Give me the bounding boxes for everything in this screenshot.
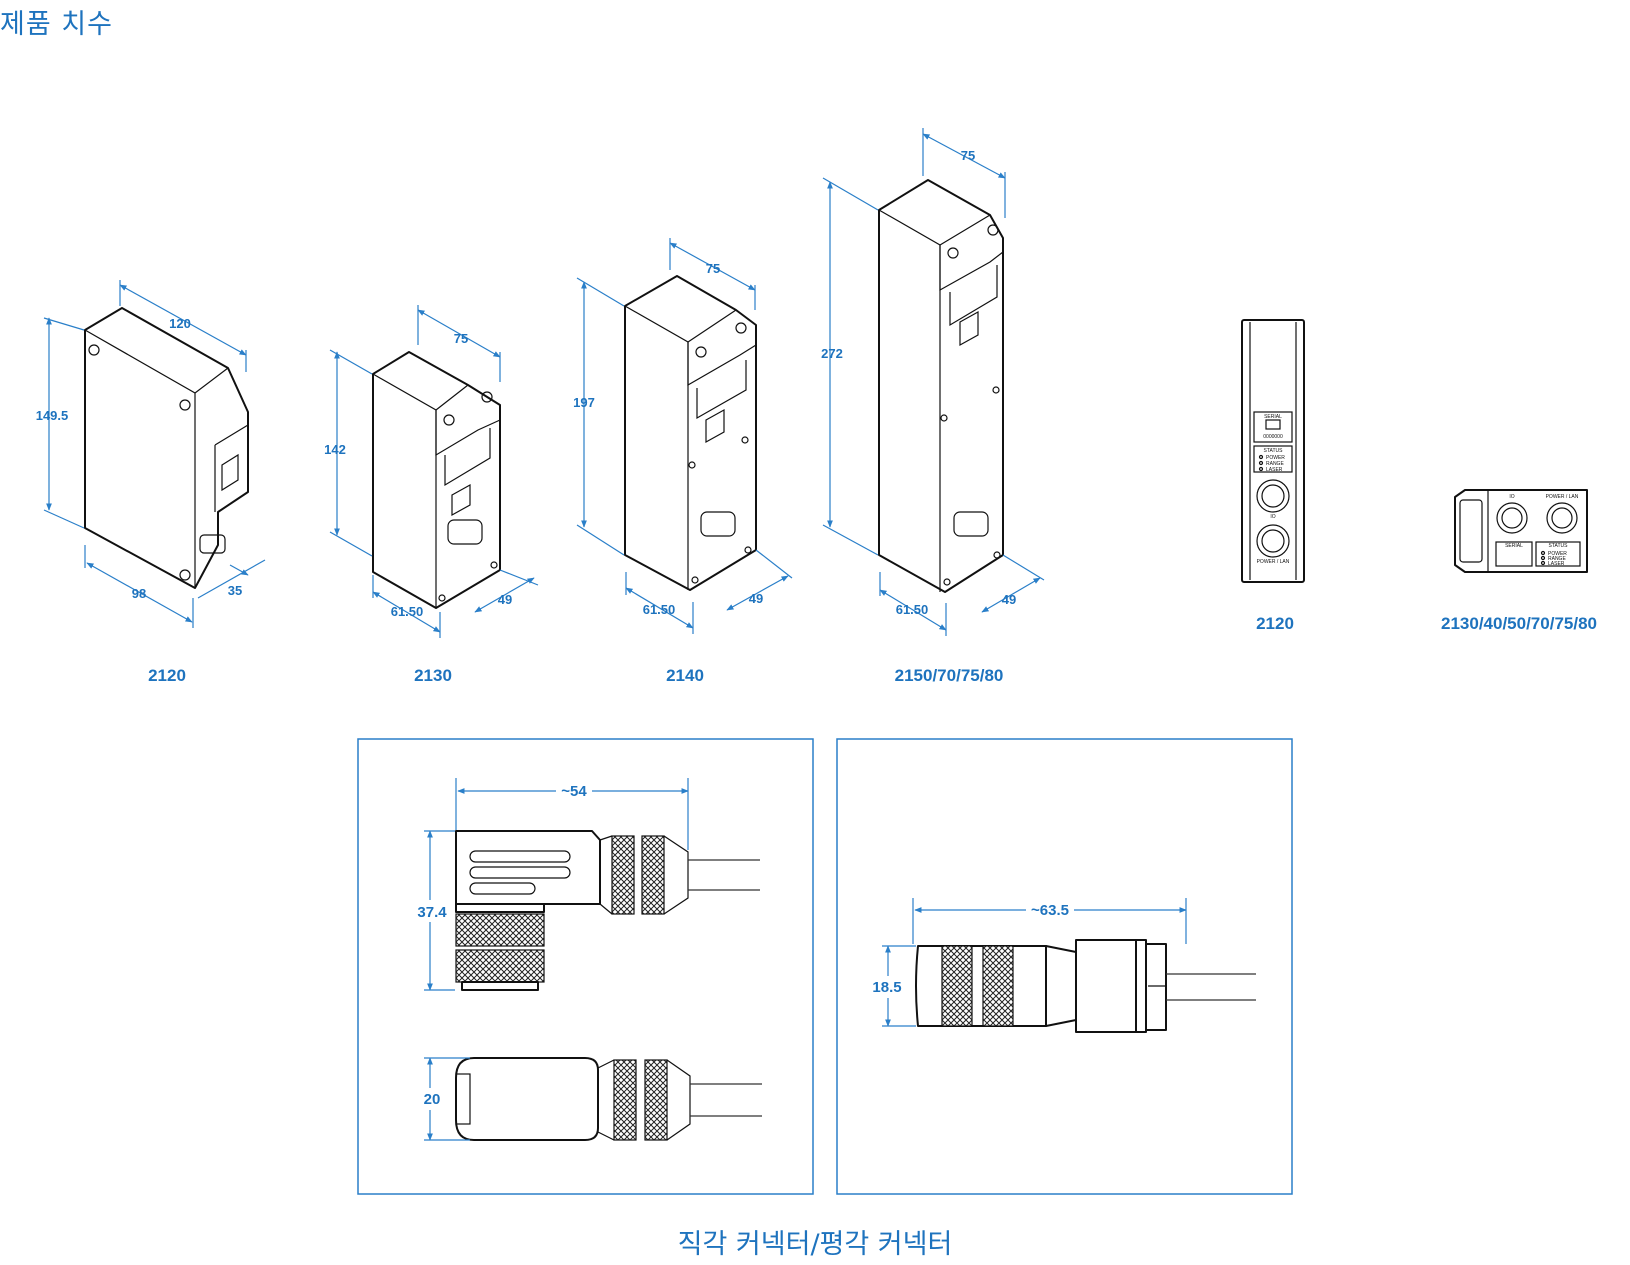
panel-2120-laser: LASER: [1266, 467, 1283, 473]
panel-2120-power: POWER: [1266, 455, 1285, 461]
straight-connector-box: [836, 738, 1293, 1195]
dim-2150-foot: 49: [1002, 592, 1016, 607]
dim-right-angle-length: ~54: [561, 783, 587, 800]
panel-2130-status: STATUS: [1549, 543, 1569, 549]
panel-2130-range: RANGE: [1548, 556, 1566, 562]
dim-2130-depth: 61.50: [391, 604, 424, 619]
dim-2120-width: 120: [169, 316, 191, 331]
panel-2120-range: RANGE: [1266, 461, 1284, 467]
dim-straight-height: 18.5: [872, 979, 901, 996]
panel-2120-serial-number: 0000000: [1263, 434, 1283, 440]
dim-2140-height: 197: [573, 395, 595, 410]
panel-2130-power: POWER: [1548, 551, 1567, 557]
right-angle-connector-drawing: ~54 37.4 20: [410, 778, 762, 1141]
dim-right-angle-height: 37.4: [417, 904, 447, 921]
model-label-2130: 2130: [414, 666, 452, 685]
model-label-2120: 2120: [148, 666, 186, 685]
figure-caption: 직각 커넥터/평각 커넥터: [677, 1229, 953, 1260]
dim-2120-foot: 35: [228, 583, 242, 598]
panel-2130-power-lan: POWER / LAN: [1546, 494, 1579, 500]
panel-2120-io: IO: [1270, 514, 1275, 520]
dim-2150-height: 272: [821, 346, 843, 361]
panel-2120-power-lan: POWER / LAN: [1257, 559, 1290, 565]
dim-right-angle-width: 20: [424, 1091, 441, 1108]
panel-2120-status: STATUS: [1264, 448, 1284, 454]
panel-2130-drawing: IO POWER / LAN SERIAL STATUS POWER RANGE…: [1454, 489, 1588, 573]
unit-2130-drawing: 75 142 61.50 49: [324, 305, 539, 638]
unit-2150-drawing: 75 272 61.50 49: [821, 128, 1045, 636]
straight-connector-drawing: ~63.5 18.5: [868, 898, 1256, 1033]
dim-2150-width: 75: [961, 148, 975, 163]
model-label-panel-2130: 2130/40/50/70/75/80: [1441, 614, 1597, 633]
panel-2130-serial: SERIAL: [1505, 543, 1523, 549]
dim-2130-foot: 49: [498, 592, 512, 607]
unit-2140-drawing: 75 197 61.50 49: [573, 238, 793, 634]
dim-2150-depth: 61.50: [896, 602, 929, 617]
panel-2130-laser: LASER: [1548, 561, 1565, 567]
dim-straight-length: ~63.5: [1031, 902, 1069, 919]
dim-2120-height: 149.5: [36, 408, 69, 423]
model-label-panel-2120: 2120: [1256, 614, 1294, 633]
page-title: 제품 치수: [0, 9, 113, 40]
model-label-2140: 2140: [666, 666, 704, 685]
unit-2120-drawing: 120 149.5 98 35: [36, 280, 266, 628]
right-angle-connector-box: [357, 738, 814, 1195]
dim-2140-depth: 61.50: [643, 602, 676, 617]
panel-2120-drawing: SERIAL 0000000 STATUS POWER RANGE LASER …: [1241, 319, 1305, 583]
model-label-2150: 2150/70/75/80: [895, 666, 1004, 685]
dim-2130-width: 75: [454, 331, 468, 346]
dim-2130-height: 142: [324, 442, 346, 457]
dim-2140-width: 75: [706, 261, 720, 276]
dim-2140-foot: 49: [749, 591, 763, 606]
panel-2120-serial: SERIAL: [1264, 414, 1282, 420]
dim-2120-depth: 98: [132, 586, 146, 601]
panel-2130-io: IO: [1509, 494, 1514, 500]
